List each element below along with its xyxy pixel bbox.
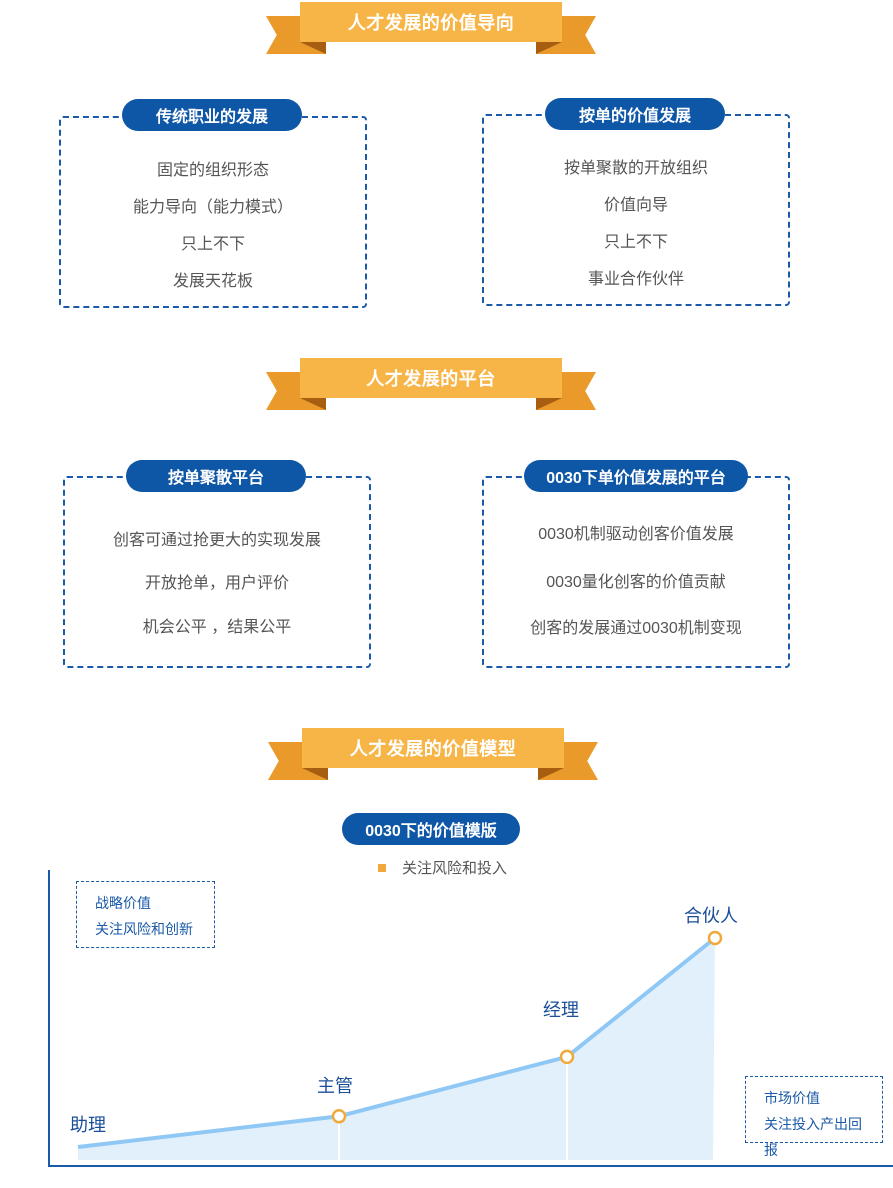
traditional-item: 固定的组织形态 bbox=[156, 162, 269, 179]
banner-value-model: 人才发展的价值模型 bbox=[268, 726, 598, 782]
order-value-item: 只上不下 bbox=[603, 234, 668, 251]
value-curve bbox=[77, 936, 717, 1149]
banner-platform: 人才发展的平台 bbox=[266, 356, 596, 412]
label-assistant: 助理 bbox=[70, 1115, 106, 1135]
order-platform-item: 开放抢单，用户评价 bbox=[144, 575, 289, 592]
traditional-career-title: 传统职业的发展 bbox=[122, 99, 302, 131]
note-title: 市场价值 bbox=[764, 1090, 820, 1106]
value-model-chart bbox=[48, 870, 893, 1167]
strategic-value-note: 战略价值 关注风险和创新 bbox=[76, 881, 215, 948]
banner-title: 人才发展的平台 bbox=[300, 358, 562, 398]
traditional-item: 发展天花板 bbox=[172, 273, 253, 290]
value-area bbox=[78, 938, 715, 1160]
traditional-item: 能力导向（能力模式） bbox=[132, 199, 293, 216]
banner-title: 人才发展的价值导向 bbox=[300, 2, 562, 42]
legend-label: 关注风险和投入 bbox=[402, 860, 508, 877]
order-value-item: 价值向导 bbox=[603, 197, 668, 214]
value-platform-item: 0030机制驱动创客价值发展 bbox=[538, 526, 734, 543]
note-text: 关注投入产出回报 bbox=[764, 1116, 862, 1158]
value-platform-title: 0030下单价值发展的平台 bbox=[524, 460, 748, 492]
data-point-marker bbox=[559, 1049, 575, 1065]
order-value-item: 按单聚散的开放组织 bbox=[563, 160, 708, 177]
data-point-marker bbox=[331, 1109, 347, 1124]
label-manager: 经理 bbox=[543, 1000, 579, 1020]
value-platform-box: 0030机制驱动创客价值发展 0030量化创客的价值贡献 创客的发展通过0030… bbox=[482, 476, 790, 668]
value-model-pill: 0030下的价值模版 bbox=[342, 813, 520, 845]
order-platform-item: 创客可通过抢更大的实现发展 bbox=[112, 532, 321, 549]
value-platform-item: 创客的发展通过0030机制变现 bbox=[530, 620, 742, 637]
chart-legend: 关注风险和投入 bbox=[378, 857, 507, 878]
data-point-marker bbox=[707, 930, 723, 946]
value-platform-item: 0030量化创客的价值贡献 bbox=[546, 574, 726, 591]
note-title: 战略价值 bbox=[95, 895, 151, 911]
label-supervisor: 主管 bbox=[317, 1076, 353, 1096]
banner-value-orientation: 人才发展的价值导向 bbox=[266, 0, 596, 56]
order-platform-title: 按单聚散平台 bbox=[126, 460, 306, 492]
banner-title: 人才发展的价值模型 bbox=[302, 728, 564, 768]
traditional-item: 只上不下 bbox=[180, 236, 245, 253]
order-platform-box: 创客可通过抢更大的实现发展 开放抢单，用户评价 机会公平 ，结果公平 bbox=[63, 476, 371, 668]
order-platform-item: 机会公平 ，结果公平 bbox=[142, 619, 292, 636]
order-value-box: 按单聚散的开放组织 价值向导 只上不下 事业合作伙伴 bbox=[482, 114, 790, 306]
label-partner: 合伙人 bbox=[684, 906, 738, 926]
order-value-title: 按单的价值发展 bbox=[545, 98, 725, 130]
market-value-note: 市场价值 关注投入产出回报 bbox=[745, 1076, 883, 1158]
legend-swatch bbox=[378, 863, 386, 872]
order-value-item: 事业合作伙伴 bbox=[587, 271, 684, 288]
note-text: 关注风险和创新 bbox=[95, 921, 193, 937]
traditional-career-box: 固定的组织形态 能力导向（能力模式） 只上不下 发展天花板 bbox=[59, 116, 367, 308]
